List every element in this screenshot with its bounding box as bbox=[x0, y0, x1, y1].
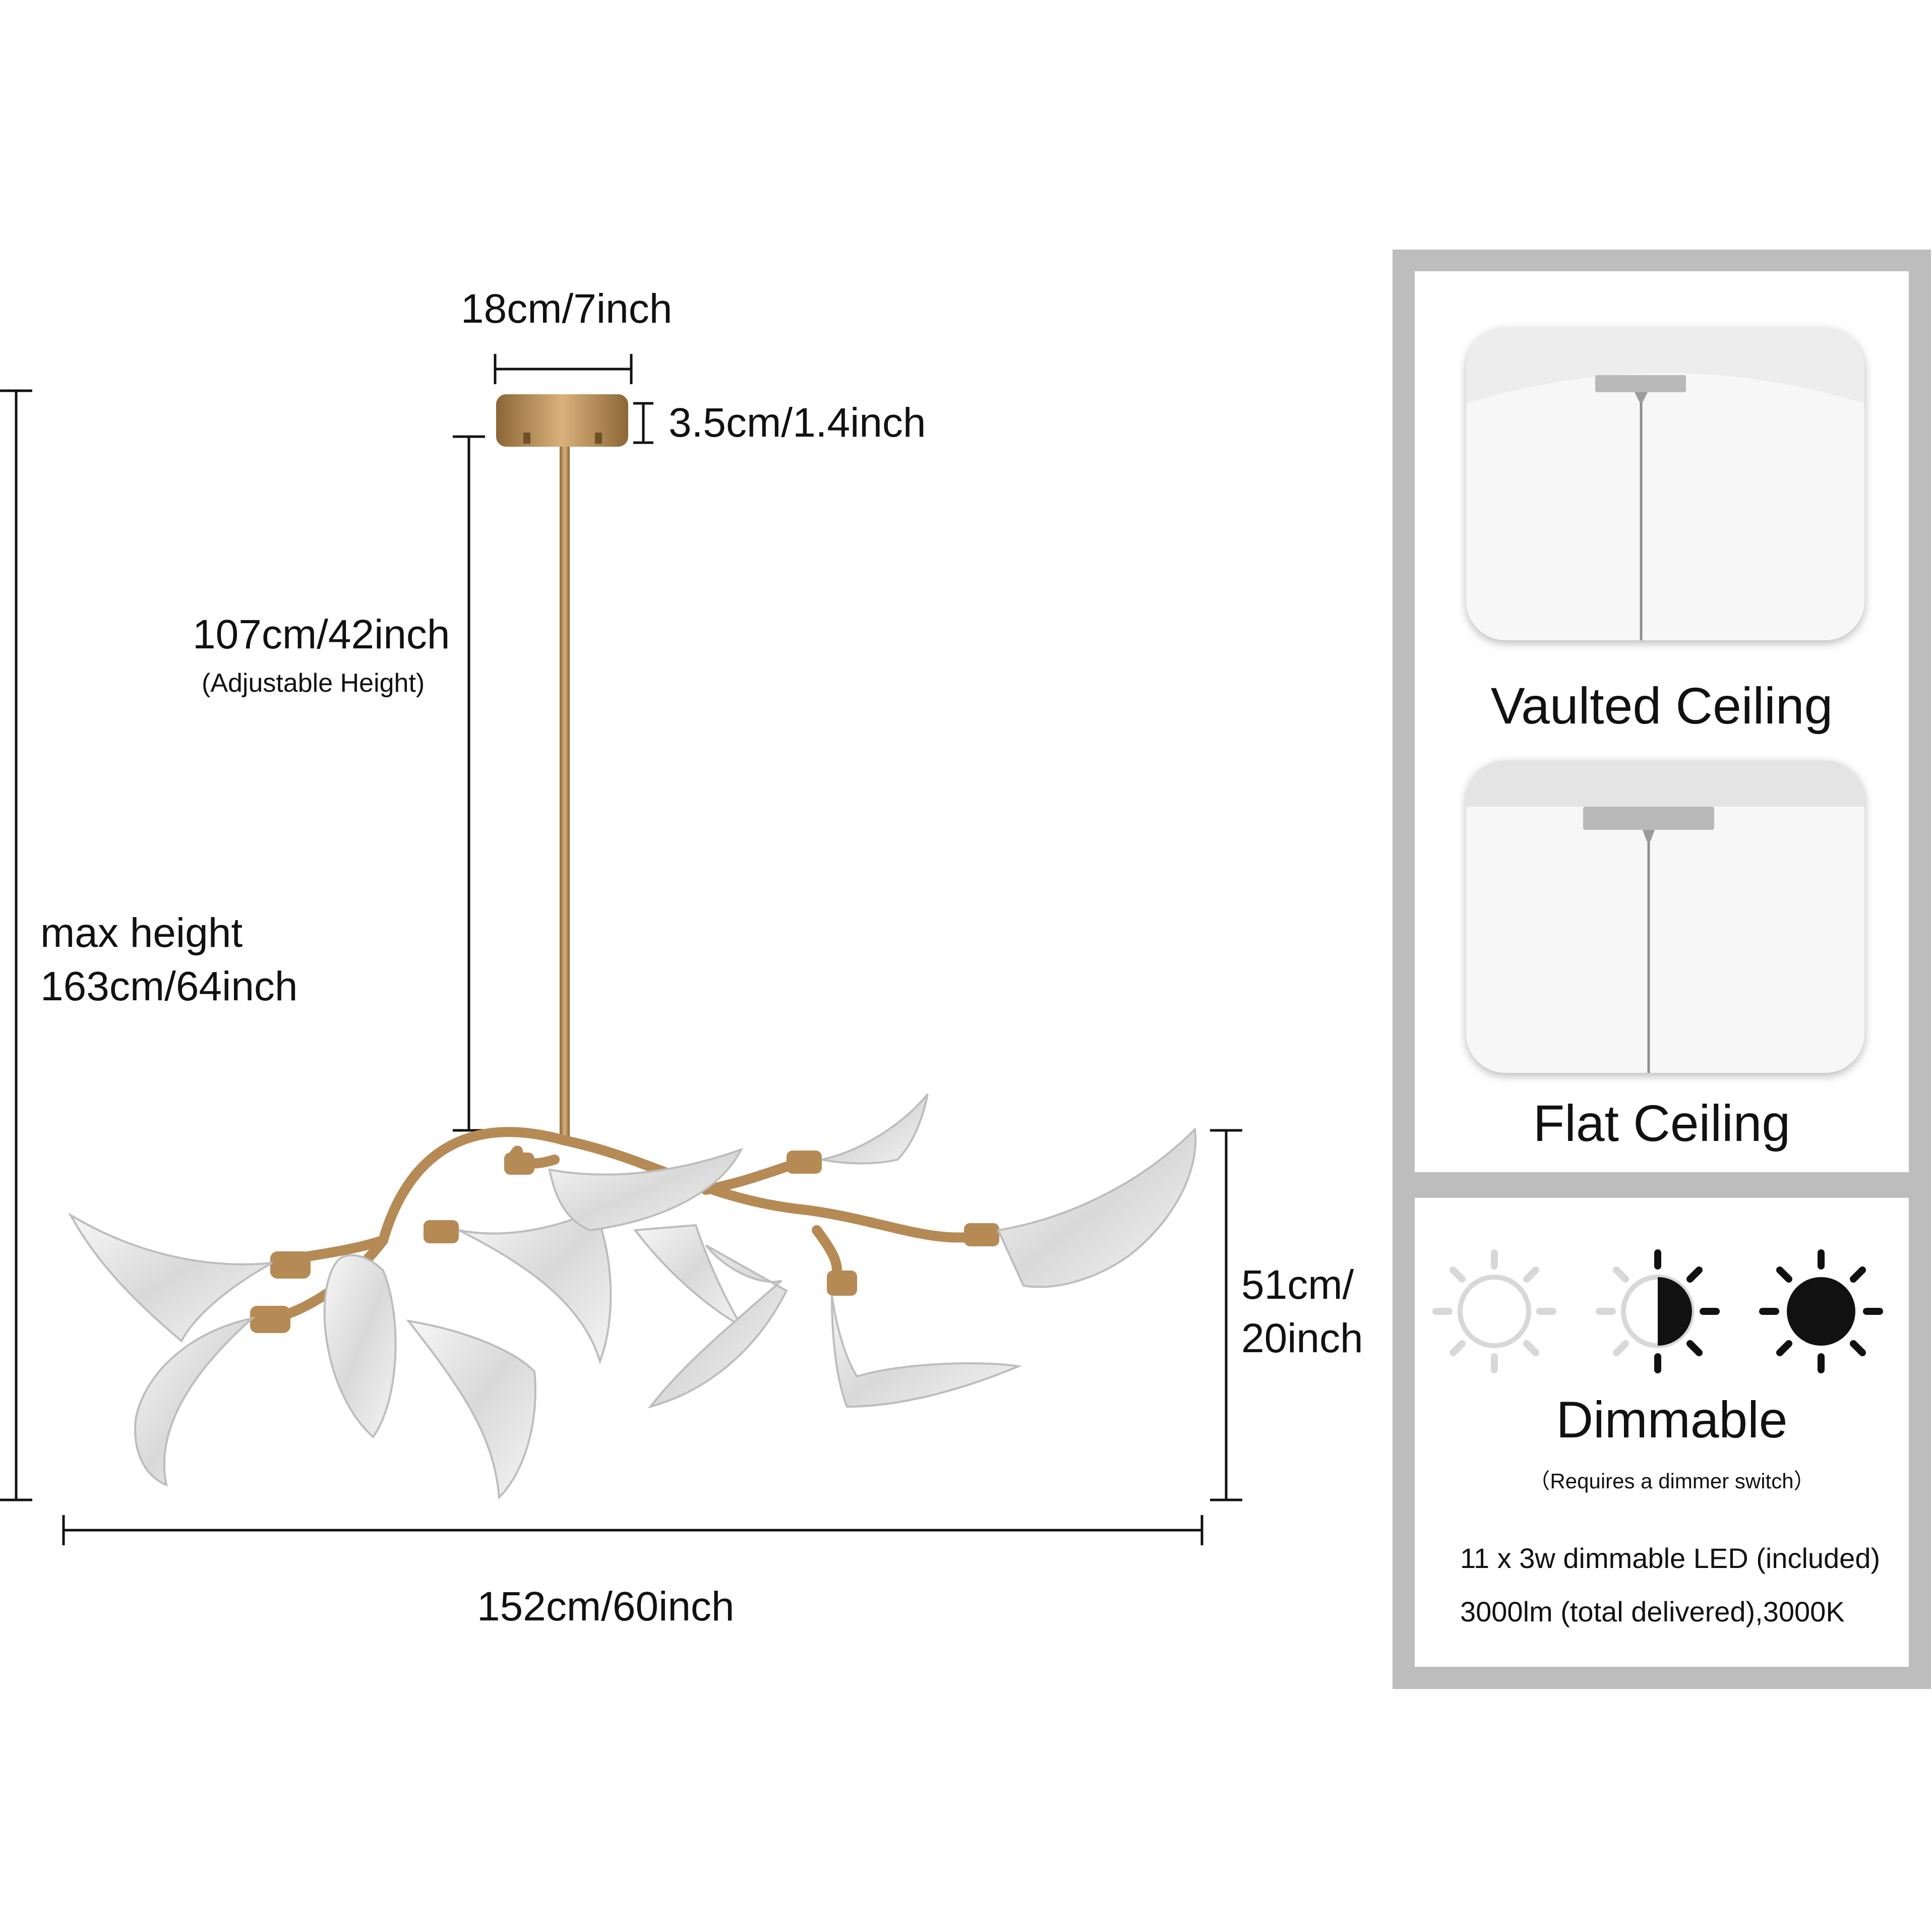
dimming-icons bbox=[1432, 1249, 1883, 1373]
sun-half-icon bbox=[1596, 1249, 1720, 1373]
body-height-line1: 51cm/ bbox=[1241, 1262, 1354, 1308]
flat-ceiling-caption: Flat Ceiling bbox=[1533, 1095, 1791, 1152]
rod-length-label: 107cm/42inch bbox=[193, 612, 450, 657]
dimmable-title: Dimmable bbox=[1556, 1391, 1788, 1448]
vaulted-ceiling-illustration bbox=[1466, 328, 1864, 640]
canopy bbox=[496, 394, 628, 447]
sun-filled-icon bbox=[1759, 1249, 1883, 1373]
overall-width-label: 152cm/60inch bbox=[477, 1584, 735, 1629]
flat-ceiling-illustration bbox=[1466, 760, 1864, 1073]
canopy-height-label: 3.5cm/1.4inch bbox=[669, 400, 926, 446]
max-height-value: 163cm/64inch bbox=[40, 963, 298, 1009]
suspension-rod bbox=[560, 447, 570, 1140]
body-height-line2: 20inch bbox=[1241, 1315, 1363, 1361]
led-spec-line: 11 x 3w dimmable LED (included) bbox=[1460, 1542, 1881, 1574]
sockets bbox=[250, 1151, 999, 1333]
dimmer-switch-note: （Requires a dimmer switch） bbox=[1529, 1469, 1815, 1493]
canopy-width-label: 18cm/7inch bbox=[461, 286, 673, 332]
max-height-label: max height bbox=[40, 910, 243, 956]
glass-shades bbox=[68, 1093, 1197, 1500]
rod-adjustable-note: (Adjustable Height) bbox=[202, 669, 425, 698]
dimension-lines bbox=[0, 354, 1242, 1545]
lumen-spec-line: 3000lm (total delivered),3000K bbox=[1460, 1596, 1845, 1627]
vaulted-ceiling-caption: Vaulted Ceiling bbox=[1490, 677, 1833, 735]
sun-outline-icon bbox=[1432, 1249, 1556, 1373]
